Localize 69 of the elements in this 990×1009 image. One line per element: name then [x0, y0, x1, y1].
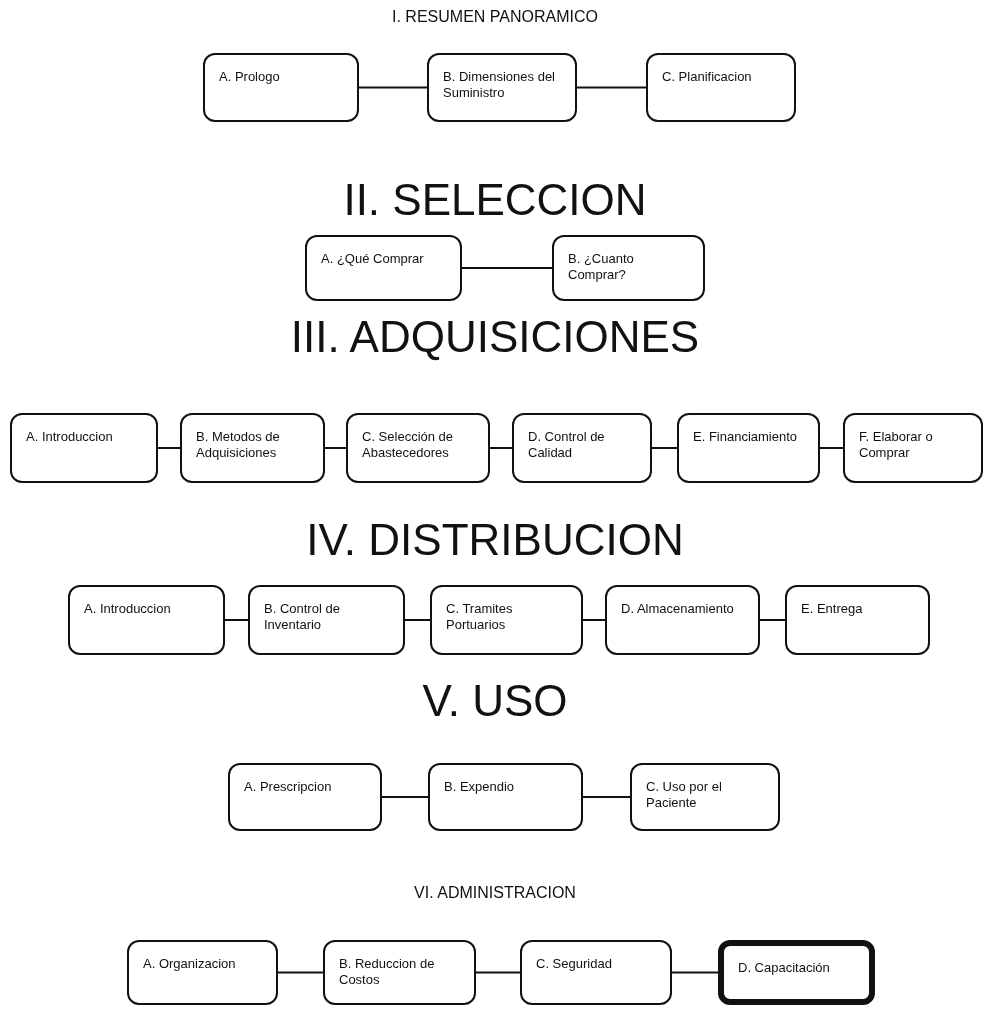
box-label: A. Prologo	[219, 69, 281, 85]
process-box	[552, 235, 705, 301]
process-box	[305, 235, 462, 301]
process-box	[430, 585, 583, 655]
section-heading: IV. DISTRIBUCION	[306, 515, 684, 565]
box-label: B. Expendio	[444, 779, 516, 795]
section-heading: III. ADQUISICIONES	[290, 312, 700, 362]
connector-line	[582, 619, 606, 621]
process-box	[843, 413, 983, 483]
process-box	[127, 940, 278, 1005]
process-box	[203, 53, 359, 122]
process-box	[646, 53, 796, 122]
process-box	[323, 940, 476, 1005]
section-heading: I. RESUMEN PANORAMICO	[392, 8, 598, 26]
process-box	[512, 413, 652, 483]
connector-line	[461, 267, 553, 269]
box-label: E. Financiamiento	[693, 429, 799, 445]
connector-line	[224, 619, 249, 621]
box-label: B. Metodos de Adquisiciones	[196, 429, 281, 461]
process-box	[520, 940, 672, 1005]
box-label: C. Selección de Abastecedores	[362, 429, 455, 461]
box-label: D. Almacenamiento	[621, 601, 735, 617]
connector-line	[381, 796, 429, 798]
process-box	[630, 763, 780, 831]
connector-line	[582, 796, 631, 798]
box-label: B. Reduccion de Costos	[339, 956, 436, 988]
process-box	[718, 940, 875, 1005]
box-label: D. Capacitación	[738, 960, 831, 976]
section-heading: VI. ADMINISTRACION	[414, 884, 576, 902]
box-label: A. Introduccion	[84, 601, 172, 617]
box-label: A. Organizacion	[143, 956, 237, 972]
box-label: C. Planificacion	[662, 69, 753, 85]
box-label: C. Uso por el Paciente	[646, 779, 723, 811]
process-box	[10, 413, 158, 483]
box-label: C. Seguridad	[536, 956, 613, 972]
box-label: B. Control de Inventario	[264, 601, 341, 633]
connector-line	[489, 447, 513, 449]
process-box	[228, 763, 382, 831]
connector-line	[671, 971, 719, 974]
process-box	[346, 413, 490, 483]
process-box	[428, 763, 583, 831]
section-heading: V. USO	[422, 676, 568, 726]
box-label: A. Prescripcion	[244, 779, 333, 795]
process-box	[427, 53, 577, 122]
process-box	[68, 585, 225, 655]
connector-line	[404, 619, 431, 621]
process-box	[605, 585, 760, 655]
box-label: F. Elaborar o Comprar	[859, 429, 934, 461]
connector-line	[759, 619, 786, 621]
connector-line	[819, 447, 844, 449]
process-box	[785, 585, 930, 655]
box-label: B. ¿Cuanto Comprar?	[568, 251, 635, 283]
connector-line	[157, 447, 181, 449]
process-box	[180, 413, 325, 483]
box-label: D. Control de Calidad	[528, 429, 606, 461]
box-label: E. Entrega	[801, 601, 864, 617]
section-heading: II. SELECCION	[343, 175, 647, 225]
connector-line	[576, 86, 647, 89]
connector-line	[324, 447, 347, 449]
process-box	[677, 413, 820, 483]
connector-line	[358, 86, 428, 89]
connector-line	[475, 971, 521, 974]
box-label: A. Introduccion	[26, 429, 114, 445]
box-label: B. Dimensiones del Suministro	[443, 69, 556, 101]
connector-line	[651, 447, 678, 449]
box-label: A. ¿Qué Comprar	[321, 251, 425, 267]
process-box	[248, 585, 405, 655]
box-label: C. Tramites Portuarios	[446, 601, 514, 633]
connector-line	[277, 971, 324, 974]
